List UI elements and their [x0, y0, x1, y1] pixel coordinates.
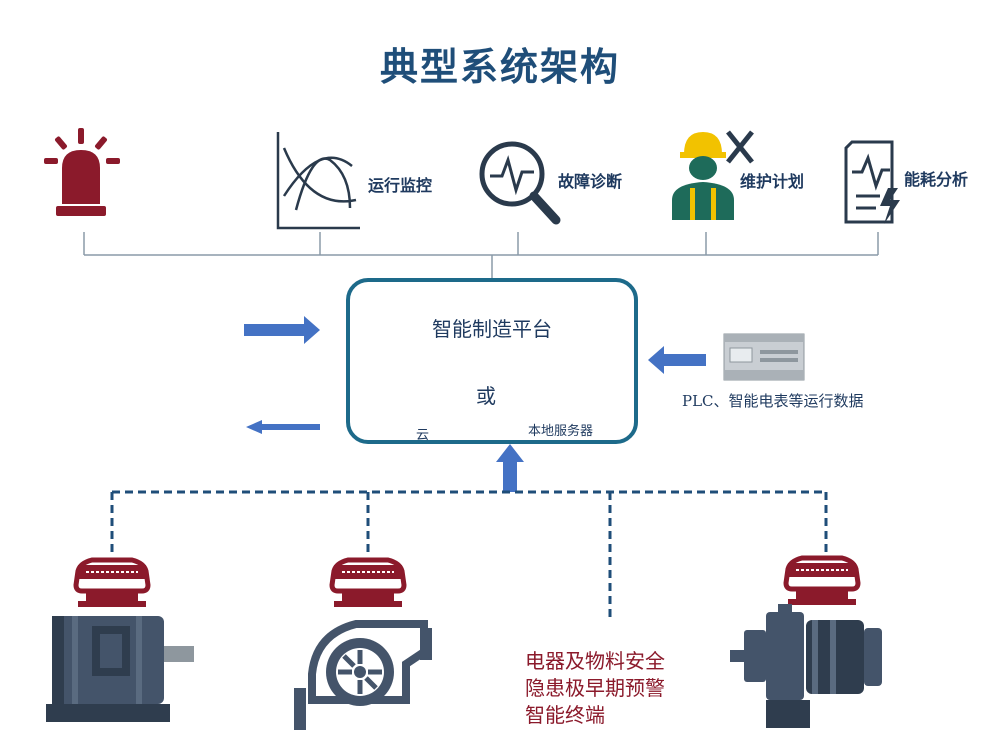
magnifier-pulse-icon — [479, 141, 561, 225]
plc-arrow-icon — [648, 346, 706, 374]
gear-motor-icon — [730, 604, 882, 728]
terminal-device-icon — [332, 560, 404, 607]
page-title: 典型系统架构 — [379, 44, 620, 89]
plc-device-icon — [723, 333, 805, 381]
sensor-network-lines — [110, 490, 828, 620]
input-arrow-icon — [244, 316, 320, 344]
or-label: 或 — [476, 384, 496, 408]
top-connector — [83, 232, 879, 278]
terminal-description: 电器及物料安全 隐患极早期预警 智能终端 — [525, 648, 665, 729]
chart-curves-icon — [276, 132, 360, 230]
output-arrow-icon — [246, 420, 320, 434]
terminal-line: 智能终端 — [525, 703, 605, 727]
function-label-energy: 能耗分析 — [904, 170, 969, 189]
platform-box — [346, 278, 638, 444]
energy-report-icon — [844, 140, 900, 224]
server-label: 本地服务器 — [528, 424, 594, 439]
platform-title: 智能制造平台 — [432, 317, 552, 341]
motor-icon — [46, 616, 194, 722]
function-label-monitoring: 运行监控 — [368, 176, 433, 195]
function-label-diagnosis: 故障诊断 — [558, 172, 623, 191]
fan-icon — [294, 620, 432, 730]
terminal-device-icon — [786, 558, 858, 605]
data-source-label: PLC、智能电表等运行数据 — [682, 392, 864, 410]
terminal-device-icon — [76, 560, 148, 607]
alarm-light-icon — [44, 128, 120, 216]
upload-arrow-icon — [496, 444, 524, 492]
terminal-line: 隐患极早期预警 — [525, 676, 665, 700]
terminal-line: 电器及物料安全 — [525, 649, 665, 673]
cloud-label: 云 — [416, 428, 430, 443]
function-label-maintenance: 维护计划 — [740, 172, 805, 191]
maintenance-worker-icon — [672, 130, 754, 220]
